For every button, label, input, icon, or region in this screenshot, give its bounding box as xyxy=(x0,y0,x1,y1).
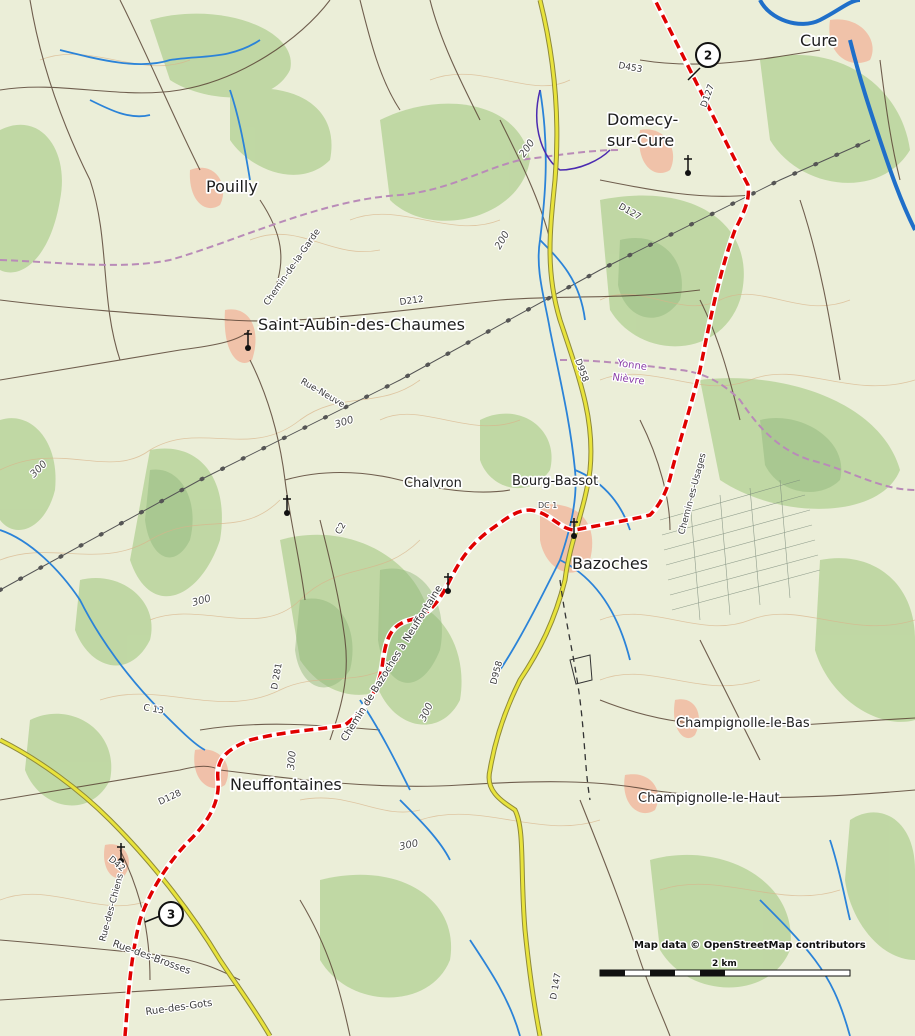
department-boundary xyxy=(0,149,915,491)
forest-areas xyxy=(0,13,915,998)
church-icon xyxy=(244,330,252,351)
cure-river xyxy=(758,0,915,231)
place-label-cure: Cure xyxy=(800,31,837,50)
footpath xyxy=(559,579,591,801)
scale-bar: Map data © OpenStreetMap contributors 2 … xyxy=(599,939,867,977)
department-label-nievre: Nièvre xyxy=(612,371,646,387)
road-label-c13: C 13 xyxy=(142,703,164,716)
waypoint-pointer xyxy=(687,67,701,81)
map-attribution: Map data © OpenStreetMap contributors xyxy=(634,940,866,951)
church-icon xyxy=(570,518,578,539)
road-label-d212: D212 xyxy=(399,295,424,308)
department-labels: Yonne Nièvre xyxy=(610,357,648,389)
waypoint-number: 2 xyxy=(704,49,712,63)
waypoint-pointer xyxy=(144,915,161,923)
place-label-champignolle-bas: Champignolle-le-Bas xyxy=(676,716,810,731)
place-label-domecy-1: Domecy- xyxy=(607,110,678,129)
church-icon xyxy=(283,495,291,516)
hiking-route xyxy=(122,0,752,1036)
waypoint-marker-icon xyxy=(695,42,721,68)
place-label-chalvron: Chalvron xyxy=(404,476,462,491)
place-label-neuffontaines: Neuffontaines xyxy=(230,775,342,794)
scale-bar-segment xyxy=(600,970,625,976)
main-road-d958 xyxy=(486,0,594,1036)
contour-lines xyxy=(0,53,915,907)
place-label-domecy-2: sur-Cure xyxy=(607,131,674,150)
waypoint-number: 3 xyxy=(167,908,175,922)
church-icon xyxy=(117,843,125,864)
track-loop xyxy=(569,654,593,685)
scale-bar-label: 2 km xyxy=(712,959,737,969)
field-grid xyxy=(659,479,821,621)
church-icon xyxy=(444,573,452,594)
place-label-bazoches: Bazoches xyxy=(572,554,648,573)
place-label-champignolle-haut: Champignolle-le-Haut xyxy=(638,791,780,806)
place-labels: Cure Domecy- sur-Cure Pouilly Saint-Aubi… xyxy=(204,29,839,808)
boundary-stream xyxy=(536,89,611,171)
altitude-label: 300 xyxy=(398,838,419,853)
place-label-saint-aubin: Saint-Aubin-des-Chaumes xyxy=(258,315,465,334)
waypoint-marker-2[interactable]: 2 xyxy=(687,42,721,81)
place-label-bourg-bassot: Bourg-Bassot xyxy=(512,474,598,489)
power-line xyxy=(0,138,872,592)
waypoint-marker-3[interactable]: 3 xyxy=(144,901,184,927)
church-icon xyxy=(684,155,692,176)
scale-bar-segment xyxy=(650,970,675,976)
waypoint-marker-icon xyxy=(158,901,184,927)
scale-bar-segment xyxy=(700,970,725,976)
rivers xyxy=(0,39,851,1036)
altitude-label: 300 xyxy=(286,750,299,770)
place-label-pouilly: Pouilly xyxy=(206,177,258,196)
road-label-dc: DC 1 xyxy=(538,501,557,510)
